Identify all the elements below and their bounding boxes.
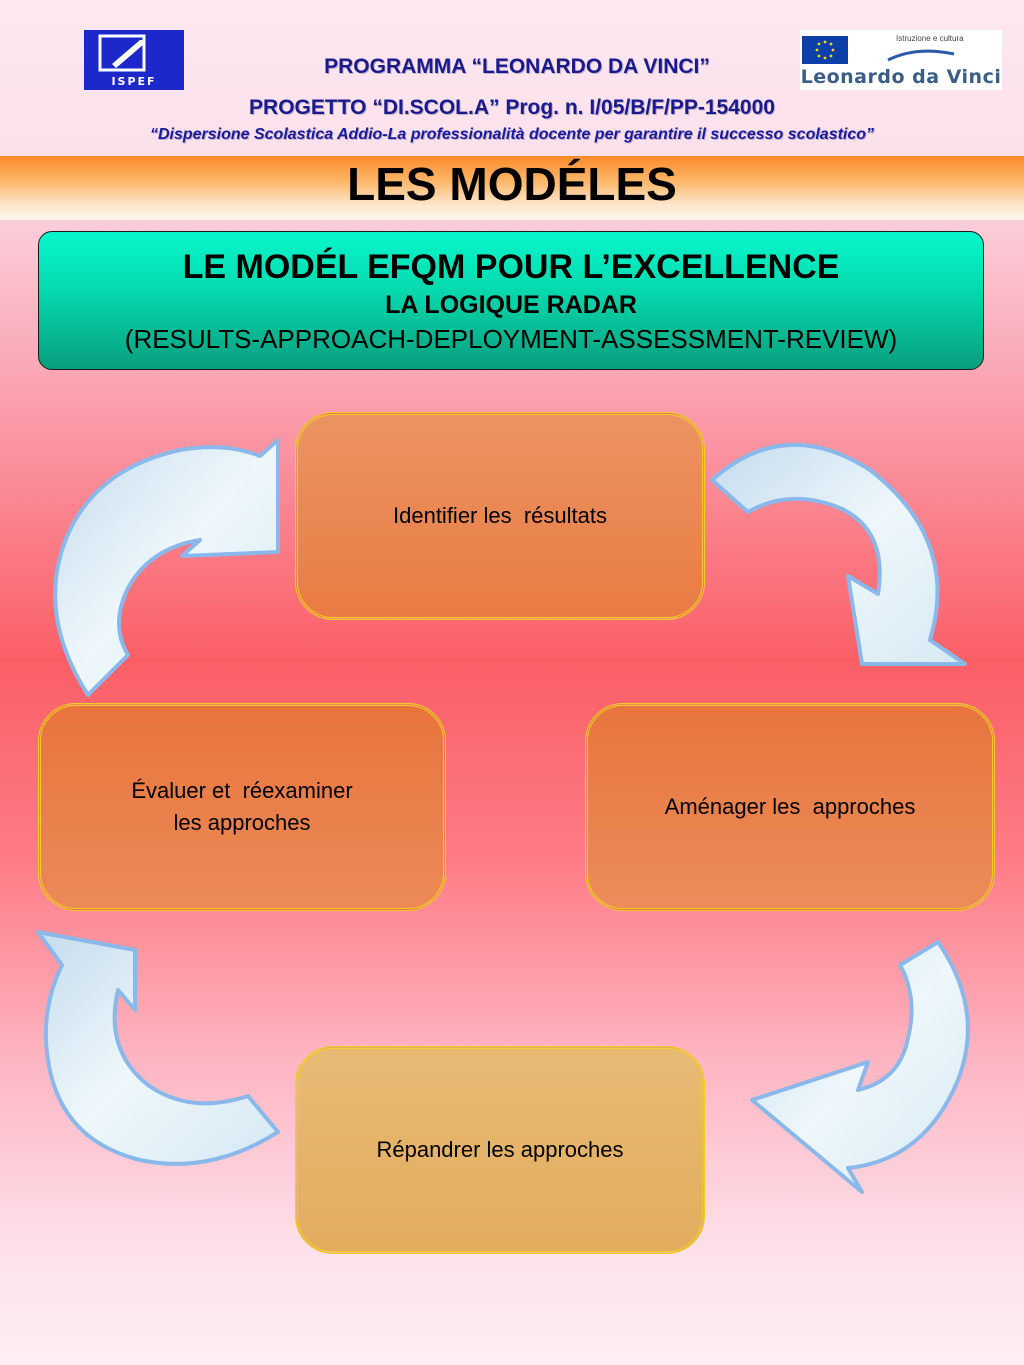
- step-design-approaches-label: Aménager les approches: [664, 794, 916, 820]
- efqm-banner: LE MODÉL EFQM POUR L’EXCELLENCE LA LOGIQ…: [38, 231, 984, 370]
- step-assess-review: Évaluer et réexaminer les approches: [38, 703, 446, 911]
- page-title: LES MODÉLES: [347, 158, 677, 210]
- arrow-left-to-top-icon: [53, 438, 280, 697]
- ispef-logo: ISPEF: [84, 30, 184, 90]
- leonardo-da-vinci-logo: Istruzione e cultura Leonardo da Vinci: [800, 30, 1002, 90]
- banner-title: LE MODÉL EFQM POUR L’EXCELLENCE: [182, 248, 840, 286]
- arrow-bottom-to-left-icon: [36, 930, 280, 1166]
- banner-subtitle: LA LOGIQUE RADAR: [385, 291, 637, 319]
- leonardo-logo-text: Leonardo da Vinci: [800, 66, 1002, 88]
- arrow-right-to-bottom-icon: [750, 940, 970, 1194]
- title-band: [0, 156, 1024, 220]
- swoosh-icon: [887, 49, 955, 62]
- project-subtitle: “Dispersione Scolastica Addio-La profess…: [149, 126, 875, 143]
- step-deploy-approaches-label: Répandrer les approches: [376, 1137, 624, 1163]
- eu-flag-icon: [802, 36, 848, 64]
- step-identify-results: Identifier les résultats: [295, 412, 705, 620]
- banner-acronym: (RESULTS-APPROACH-DEPLOYMENT-ASSESSMENT-…: [124, 324, 898, 354]
- step-deploy-approaches: Répandrer les approches: [295, 1046, 705, 1254]
- step-assess-review-line1: Évaluer et réexaminer: [131, 778, 353, 804]
- arrow-top-to-right-icon: [710, 442, 967, 666]
- step-identify-results-label: Identifier les résultats: [393, 503, 607, 529]
- ispef-logo-mark-icon: [98, 34, 146, 72]
- ispef-logo-text: ISPEF: [111, 75, 157, 88]
- programme-heading: PROGRAMMA “LEONARDO DA VINCI”: [324, 55, 710, 78]
- logo-small-text: Istruzione e cultura: [896, 34, 964, 43]
- step-design-approaches: Aménager les approches: [585, 703, 995, 911]
- step-assess-review-line2: les approches: [173, 810, 311, 835]
- project-heading: PROGETTO “DI.SCOL.A” Prog. n. I/05/B/F/P…: [249, 96, 775, 119]
